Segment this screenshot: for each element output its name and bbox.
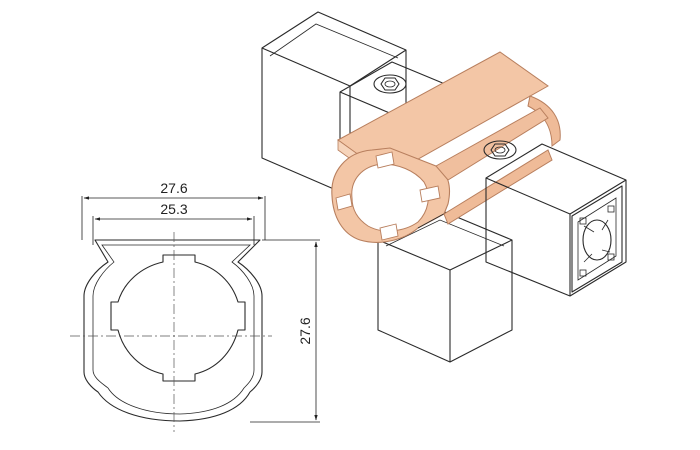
isometric-assembly xyxy=(261,11,627,363)
highlighted-round-profile xyxy=(331,51,561,243)
dimension-inner-width xyxy=(92,216,255,245)
dimension-overall-width xyxy=(81,196,266,240)
profile-outline xyxy=(83,239,263,422)
profile-inner-outline xyxy=(92,244,255,415)
hex-screw-front xyxy=(483,140,517,160)
profile-front-end xyxy=(331,147,451,243)
front-right-square-tube xyxy=(485,143,627,297)
dimension-overall-height xyxy=(250,239,320,423)
square-tube-end-face xyxy=(571,185,623,293)
dimension-label-overall-width: 27.6 xyxy=(160,180,187,196)
profile-cross-section xyxy=(70,232,272,432)
hex-screw-top xyxy=(373,74,407,94)
dimension-label-inner-width: 25.3 xyxy=(160,201,187,217)
profile-central-cavity xyxy=(110,254,246,382)
dimension-label-overall-height: 27.6 xyxy=(297,317,313,344)
